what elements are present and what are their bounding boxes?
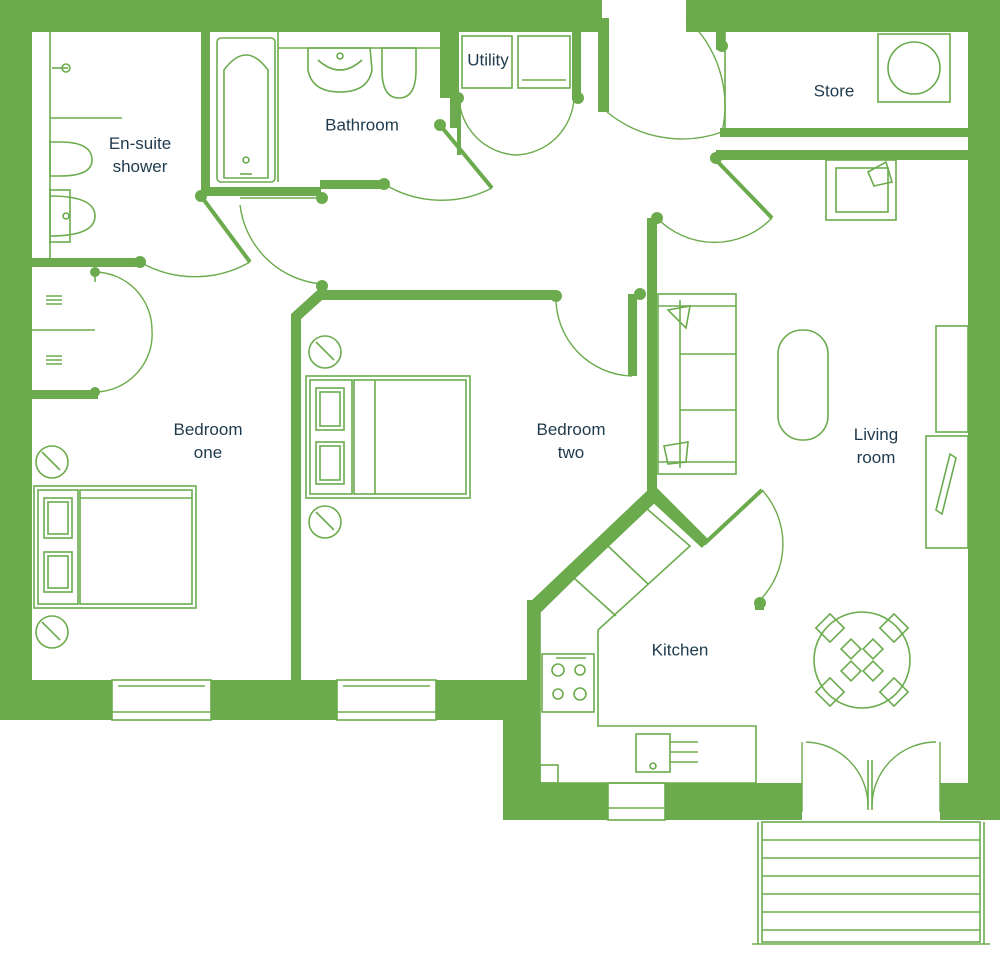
store-label: Store <box>814 80 855 103</box>
walls <box>0 0 1000 820</box>
bedroom-one-label: Bedroom one <box>174 418 243 464</box>
ensuite-fixtures <box>32 32 122 365</box>
living-room-label: Living room <box>854 423 898 469</box>
bathroom-label-text: Bathroom <box>325 115 399 135</box>
windows <box>111 679 666 821</box>
bedroom-one-furniture <box>33 445 197 649</box>
bedroom-one-label-line2: one <box>193 443 223 462</box>
utility-label: Utility <box>467 49 509 72</box>
ensuite-label-line1: En-suite <box>108 134 172 153</box>
kitchen-fixtures <box>539 506 757 784</box>
living-room-label-line2: room <box>856 448 896 467</box>
bedroom-two-furniture <box>305 335 471 539</box>
bedroom-two-label-line2: two <box>557 443 585 462</box>
balcony <box>752 821 990 945</box>
store-label-text: Store <box>813 81 855 101</box>
bedroom-two-label-line1: Bedroom <box>536 420 606 439</box>
doors <box>90 17 941 812</box>
bathroom-label: Bathroom <box>325 114 399 137</box>
bathroom-fixtures <box>216 32 571 183</box>
bedroom-one-label-line1: Bedroom <box>173 420 243 439</box>
living-room-label-line1: Living <box>853 425 899 444</box>
ensuite-label-line2: shower <box>112 157 168 176</box>
store-fixtures <box>724 32 951 128</box>
bedroom-two-label: Bedroom two <box>537 418 606 464</box>
living-room-furniture <box>657 159 969 709</box>
utility-label-text: Utility <box>467 50 509 70</box>
ensuite-label: En-suite shower <box>109 132 171 178</box>
kitchen-label: Kitchen <box>652 639 709 662</box>
kitchen-label-text: Kitchen <box>651 640 709 660</box>
